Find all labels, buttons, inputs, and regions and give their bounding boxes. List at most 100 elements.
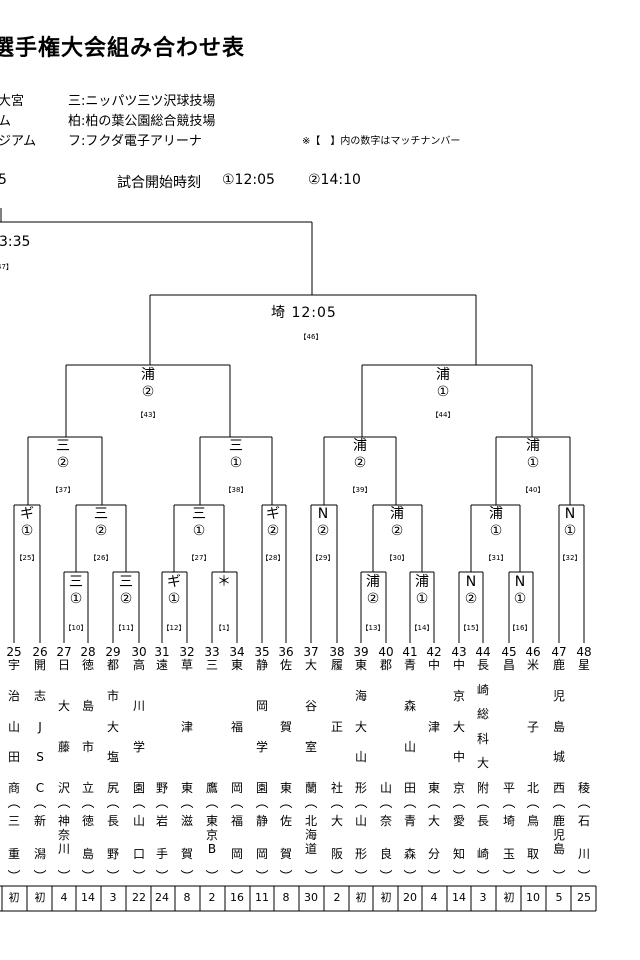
team-26-appearance-count: 初 — [34, 891, 46, 904]
team-44-prefecture-char: 長 — [476, 814, 489, 828]
venue-legend-right-3: フ:フクダ電子アリーナ — [68, 134, 202, 149]
team-38-paren-close: ︶ — [330, 870, 344, 885]
team-44-number: 44 — [475, 645, 491, 659]
team-34-paren-open: ︵ — [230, 796, 244, 811]
team-38-school-char: 履 — [330, 658, 343, 672]
team-43-school-char: 京 — [452, 688, 465, 703]
team-28-school-char: 立 — [81, 781, 94, 795]
team-41-prefecture-char: 青 — [403, 814, 416, 828]
team-31-school-char: 野 — [155, 781, 168, 795]
team-29-paren-open: ︵ — [106, 796, 120, 811]
team-47-appearance-count: 5 — [555, 891, 563, 904]
team-37-school-char: 大 — [304, 658, 317, 672]
team-39-paren-open: ︵ — [354, 796, 368, 811]
match-39-number: 【39】 — [348, 486, 372, 494]
match-25-number: 【25】 — [15, 554, 39, 562]
match-27-time-slot: ① — [192, 523, 206, 539]
schedule-label: 試合開始時刻 — [117, 175, 201, 191]
team-30-school-char: 川 — [132, 699, 145, 713]
match-16-venue: N — [514, 574, 526, 590]
match-number-note: ※【 】内の数字はマッチナンバー — [302, 136, 461, 147]
team-31-prefecture-char: 手 — [155, 847, 168, 861]
team-33-prefecture-char: 京 — [205, 828, 218, 842]
venue-legend-left-1: 大宮 — [0, 94, 25, 109]
team-35-school-char: 学 — [255, 740, 268, 754]
schedule-slot-1: ①12:05 — [222, 172, 275, 188]
match-14-venue: 浦 — [415, 574, 429, 590]
venue-legend-left-2: ム — [0, 114, 12, 129]
match-40-time-slot: ① — [526, 455, 540, 471]
team-42-school-char: 津 — [427, 719, 440, 734]
team-41-school-char: 山 — [403, 740, 416, 754]
team-25-school-char: 宇 — [7, 658, 20, 672]
team-27-school-char: 大 — [57, 699, 70, 713]
team-34-paren-close: ︶ — [230, 870, 244, 885]
team-36-number: 36 — [278, 645, 294, 659]
team-27-prefecture-char: 奈 — [57, 828, 70, 842]
team-37-prefecture-char: 北 — [304, 814, 317, 828]
team-34-school-char: 岡 — [230, 781, 243, 795]
team-42-paren-open: ︵ — [427, 796, 441, 811]
team-33-paren-open: ︵ — [205, 796, 219, 811]
match-31-number: 【31】 — [484, 554, 508, 562]
team-25-paren-open: ︵ — [7, 796, 21, 811]
page-title: 選手権大会組み合わせ表 — [0, 36, 246, 61]
match-29-venue: N — [317, 506, 329, 522]
team-40-number: 40 — [378, 645, 394, 659]
match-10-number: 【10】 — [64, 624, 88, 632]
team-35-paren-close: ︶ — [255, 870, 269, 885]
team-30-number: 30 — [131, 645, 147, 659]
team-40-school-char: 郡 — [379, 658, 392, 672]
team-46-school-char: 北 — [526, 781, 539, 795]
team-30-school-char: 高 — [132, 658, 145, 672]
match-38-venue: 三 — [229, 438, 243, 454]
match-40-number: 【40】 — [521, 486, 545, 494]
team-38-school-char: 正 — [330, 719, 343, 734]
team-42-appearance-count: 4 — [430, 891, 438, 904]
team-37-school-char: 谷 — [304, 699, 317, 713]
team-39-school-char: 海 — [354, 688, 367, 703]
team-36-appearance-count: 8 — [282, 891, 290, 904]
team-29-number: 29 — [105, 645, 121, 659]
team-47-prefecture-char: 鹿 — [552, 814, 565, 828]
team-26-prefecture-char: 潟 — [33, 847, 46, 861]
match-46-number: 【46】 — [299, 333, 323, 341]
team-29-school-char: 尻 — [106, 781, 119, 795]
match-26-time-slot: ② — [94, 523, 108, 539]
team-48-number: 48 — [576, 645, 592, 659]
team-36-school-char: 賀 — [279, 719, 292, 734]
team-37-school-char: 室 — [304, 740, 317, 754]
team-44-paren-close: ︶ — [476, 870, 490, 885]
team-44-prefecture-char: 崎 — [476, 847, 489, 861]
team-37-school-char: 蘭 — [304, 781, 317, 795]
match-29-time-slot: ② — [316, 523, 330, 539]
team-25-school-char: 田 — [7, 750, 20, 765]
team-48-prefecture-char: 川 — [577, 847, 590, 861]
match-14-number: 【14】 — [410, 624, 434, 632]
match-16-number: 【16】 — [508, 624, 532, 632]
team-33-prefecture-char: 東 — [205, 814, 218, 828]
team-32-prefecture-char: 滋 — [180, 814, 193, 828]
team-35-school-char: 岡 — [255, 699, 268, 713]
team-27-paren-open: ︵ — [57, 796, 71, 811]
team-25-prefecture-char: 重 — [7, 847, 20, 861]
team-43-appearance-count: 14 — [452, 891, 466, 904]
team-33-number: 33 — [204, 645, 220, 659]
match-14-time-slot: ① — [415, 591, 429, 607]
team-42-number: 42 — [426, 645, 442, 659]
team-41-appearance-count: 20 — [403, 891, 417, 904]
match-15-time-slot: ② — [464, 591, 478, 607]
team-36-paren-open: ︵ — [279, 796, 293, 811]
match-12-time-slot: ① — [167, 591, 181, 607]
team-45-paren-open: ︵ — [502, 796, 516, 811]
team-42-paren-close: ︶ — [427, 870, 441, 885]
team-35-prefecture-char: 岡 — [255, 847, 268, 861]
team-34-number: 34 — [229, 645, 245, 659]
team-41-paren-open: ︵ — [403, 796, 417, 811]
team-27-school-char: 藤 — [57, 740, 70, 754]
match-11-number: 【11】 — [114, 624, 138, 632]
match-32-time-slot: ① — [563, 523, 577, 539]
team-39-school-char: 東 — [354, 658, 367, 672]
team-28-paren-open: ︵ — [81, 796, 95, 811]
